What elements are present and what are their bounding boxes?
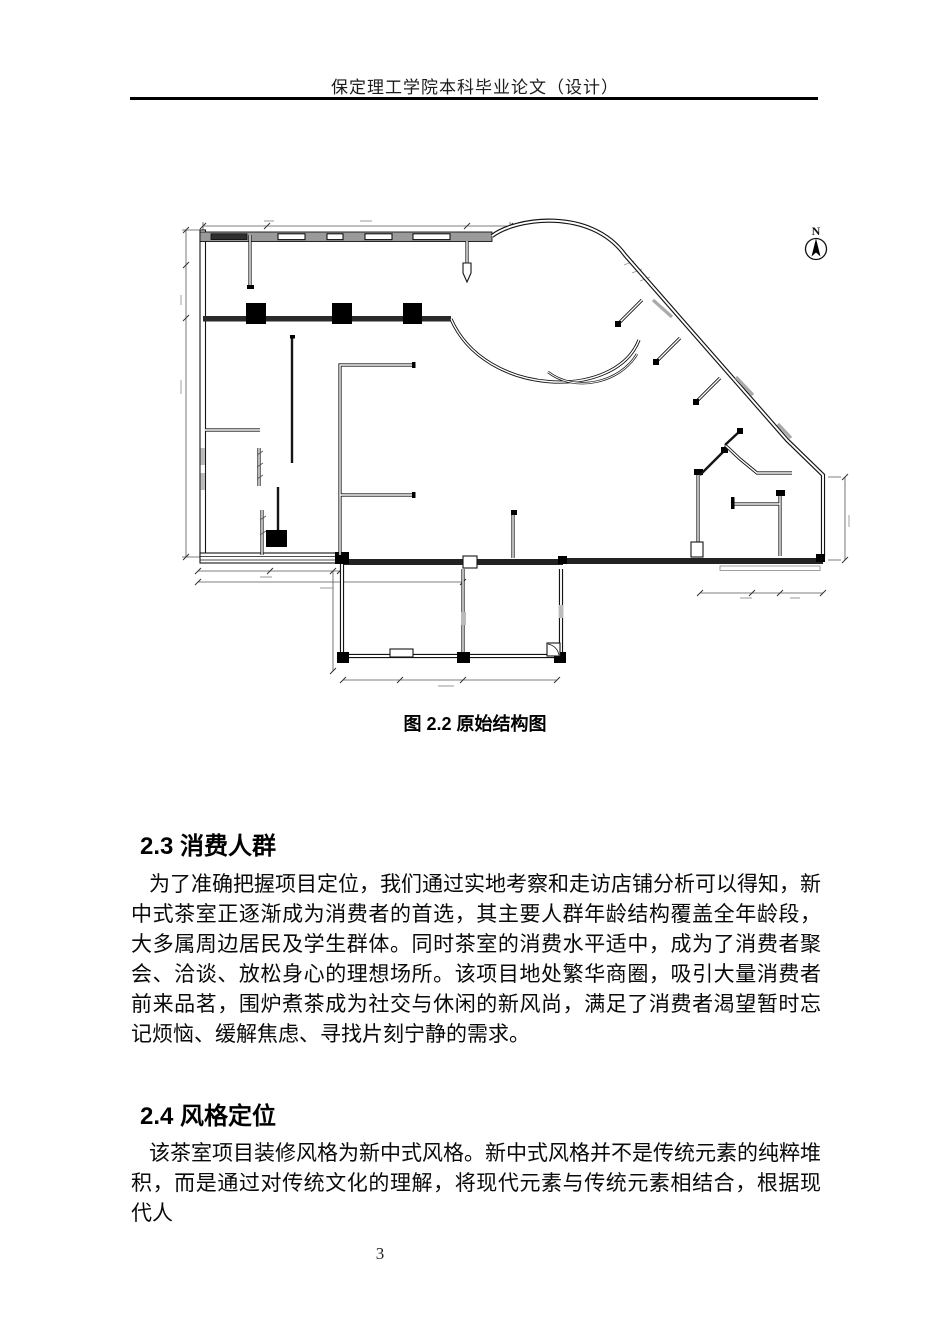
window-opening	[364, 233, 393, 241]
section-paragraph-2-3: 为了准确把握项目定位，我们通过实地考察和走访店铺分析可以得知，新中式茶室正逐渐成…	[131, 872, 821, 1046]
page-number: 3	[375, 1244, 385, 1263]
column	[332, 303, 352, 324]
exterior-walls	[199, 218, 826, 558]
figure-caption: 图 2.2 原始结构图	[403, 714, 547, 734]
window-opening	[277, 233, 306, 241]
north-label: N	[812, 224, 821, 238]
section-heading-2-4: 2.4 风格定位	[140, 1103, 277, 1130]
bottom-walls-annex	[199, 510, 825, 663]
section-paragraph-2-4: 该茶室项目装修风格为新中式风格。新中式风格并不是传统元素的纯粹堆积，而是通过对传…	[131, 1141, 821, 1225]
north-arrow-icon: N	[804, 224, 828, 261]
column	[246, 303, 266, 324]
main-interior-wall	[203, 316, 451, 322]
doorway-notch	[462, 555, 478, 569]
window-opening	[326, 233, 344, 241]
section-heading-2-3: 2.3 消费人群	[140, 833, 277, 860]
column	[266, 530, 287, 547]
window-opening	[210, 233, 248, 240]
dimension-lines	[180, 220, 850, 687]
floor-plan-svg: N	[180, 218, 850, 687]
corner-fixture	[546, 642, 561, 657]
top-wall-band	[199, 231, 493, 242]
floor-plan-figure: N	[180, 205, 860, 690]
column	[403, 303, 422, 324]
right-side-rooms	[615, 298, 792, 558]
window-opening	[412, 233, 451, 241]
interior-walls	[203, 235, 641, 555]
header-title: 保定理工学院本科毕业论文（设计）	[331, 78, 619, 97]
diagonal-windows	[651, 298, 793, 440]
doorway-notch	[389, 648, 414, 658]
header-rule	[130, 97, 818, 100]
door-leaf	[462, 262, 472, 284]
